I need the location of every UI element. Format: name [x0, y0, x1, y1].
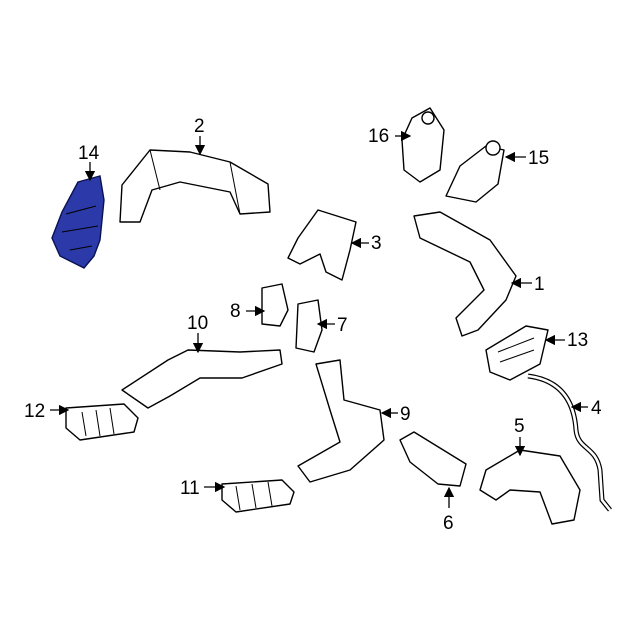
part-8-connector[interactable]: [261, 283, 289, 327]
callout-3: 3: [371, 233, 382, 254]
callout-12: 12: [24, 401, 45, 422]
part-15-vent-housing[interactable]: [445, 140, 505, 203]
part-12-vent-bracket[interactable]: [65, 403, 139, 441]
callout-11: 11: [180, 478, 200, 499]
callout-15: 15: [528, 148, 549, 169]
part-14-bracket[interactable]: [51, 175, 105, 269]
part-4-hose[interactable]: [527, 373, 612, 512]
callout-16: 16: [368, 126, 389, 147]
callout-4: 4: [591, 398, 602, 419]
callout-7: 7: [337, 315, 348, 336]
part-6-outlet-duct[interactable]: [399, 431, 467, 487]
part-5-rear-duct[interactable]: [479, 449, 581, 525]
callout-1: 1: [534, 274, 545, 295]
part-10-rear-floor-duct[interactable]: [121, 349, 283, 409]
callout-6: 6: [443, 513, 454, 534]
part-11-vent-bracket[interactable]: [221, 479, 295, 513]
callout-14: 14: [78, 143, 100, 164]
callout-5: 5: [514, 416, 525, 437]
part-16-vent-housing[interactable]: [401, 107, 445, 183]
callout-10: 10: [187, 313, 208, 334]
part-7-connector[interactable]: [295, 299, 323, 353]
part-2-upper-duct[interactable]: [119, 149, 271, 223]
part-3-center-duct[interactable]: [287, 209, 357, 281]
part-13-vent-grille[interactable]: [485, 325, 549, 381]
leader-lines: [50, 130, 588, 508]
callout-2: 2: [194, 116, 205, 137]
callout-13: 13: [567, 330, 588, 351]
part-9-floor-duct[interactable]: [297, 359, 385, 483]
callout-9: 9: [400, 404, 411, 425]
part-1-side-duct[interactable]: [413, 211, 517, 337]
callout-8: 8: [230, 301, 241, 322]
